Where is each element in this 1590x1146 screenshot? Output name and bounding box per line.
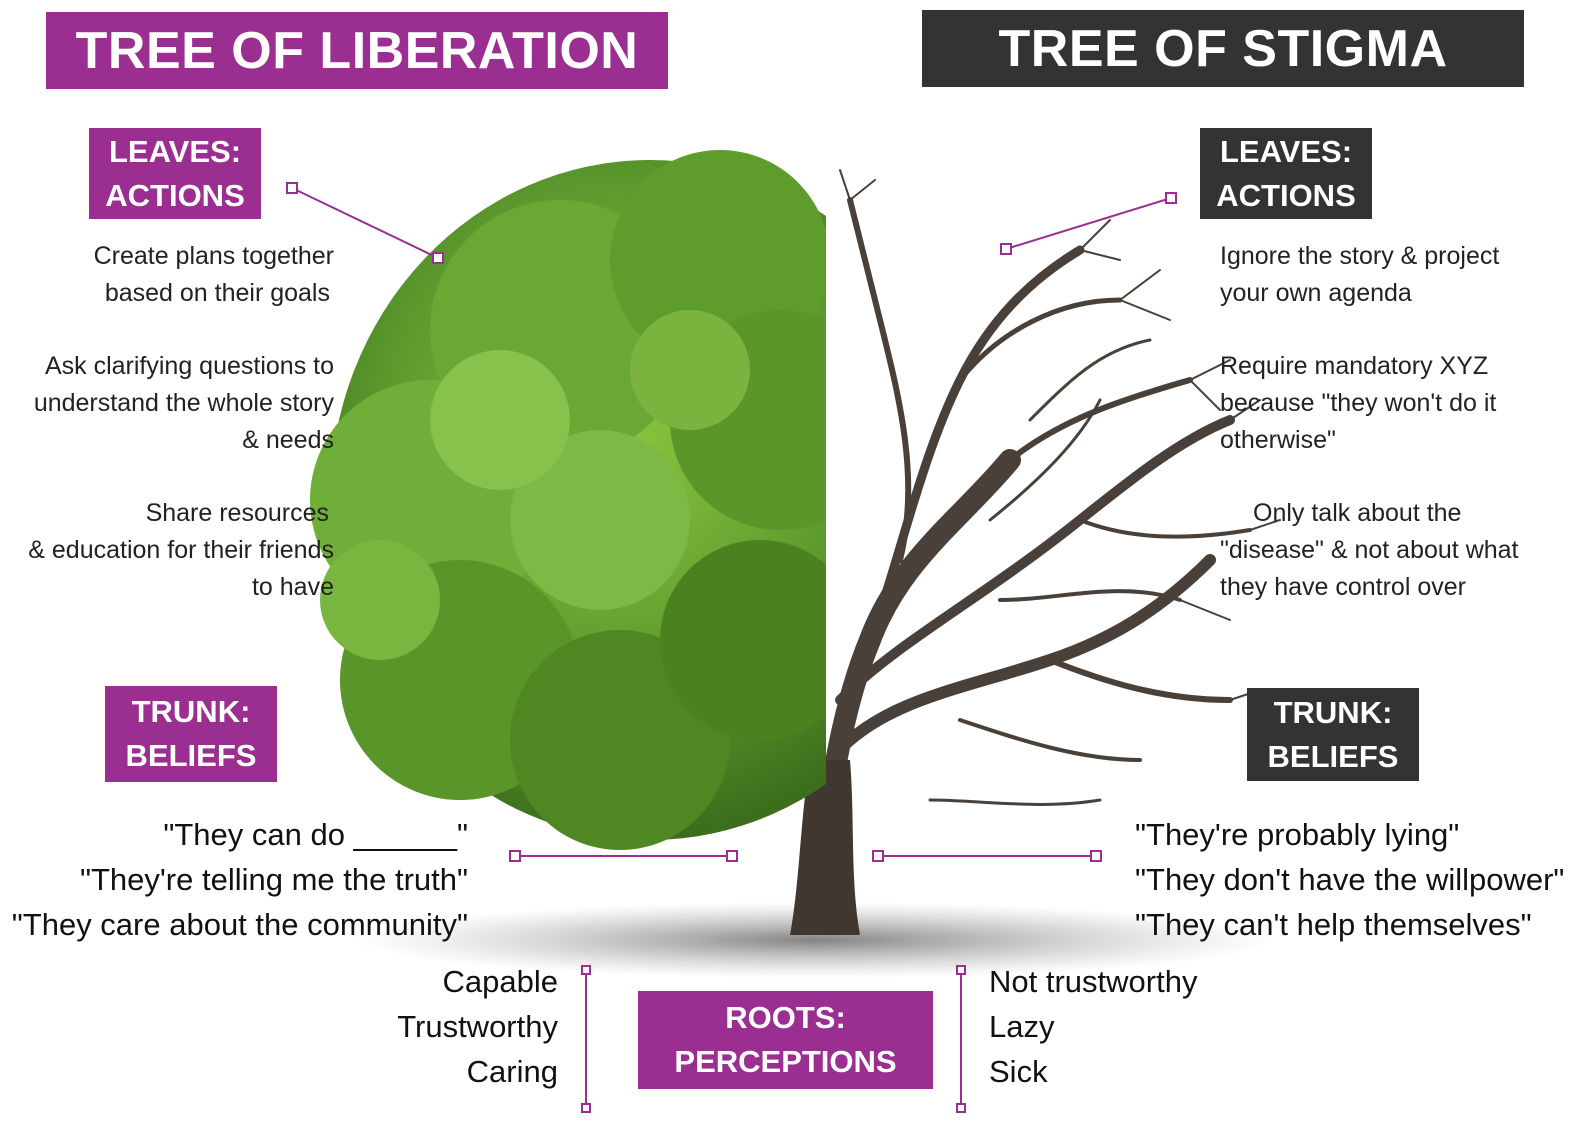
liberation-action-3: Share resources & education for their fr… (28, 495, 334, 606)
action-line: Ask clarifying questions to (44, 352, 334, 380)
trunk (790, 760, 860, 935)
label-line: TRUNK: (131, 694, 251, 729)
action-line: Ignore the story & project (1220, 242, 1500, 270)
label-line: ACTIONS (105, 177, 245, 213)
label-line: LEAVES: (1219, 133, 1353, 169)
stigma-title: TREE OF STIGMA (922, 10, 1524, 87)
liberation-action-1: Create plans together based on their goa… (94, 238, 334, 312)
action-line: your own agenda (1220, 279, 1412, 307)
stigma-action-3: Only talk about the "disease" & not abou… (1220, 495, 1519, 606)
action-line: Only talk about the (1253, 499, 1462, 527)
action-line: otherwise" (1220, 426, 1336, 454)
stigma-action-1: Ignore the story & project your own agen… (1220, 238, 1499, 312)
connector-lines (286, 182, 1177, 1113)
green-tree-half (310, 150, 826, 850)
stigma-action-2: Require mandatory XYZ because "they won'… (1220, 348, 1496, 459)
label-line: PERCEPTIONS (674, 1044, 897, 1079)
action-line: to have (251, 573, 334, 601)
action-line: "disease" & not about what (1220, 536, 1519, 564)
belief-line: "They don't have the willpower" (1135, 862, 1565, 897)
label-line: BELIEFS (1267, 738, 1399, 774)
label-line: ACTIONS (1216, 177, 1356, 213)
label-line: BELIEFS (125, 738, 257, 773)
belief-line: "They're probably lying" (1135, 817, 1460, 852)
bare-tree-half (809, 169, 1281, 891)
stigma-leaves-label: LEAVES: ACTIONS (1200, 128, 1372, 219)
action-line: & needs (242, 426, 334, 454)
action-line: they have control over (1220, 573, 1466, 601)
perception-line: Trustworthy (397, 1009, 558, 1044)
action-line: Require mandatory XYZ (1220, 352, 1489, 380)
action-line: understand the whole story (33, 389, 334, 417)
action-line: based on their goals (104, 279, 330, 307)
ground-shadow (355, 902, 1275, 978)
perception-line: Lazy (989, 1009, 1055, 1044)
label-line: LEAVES: (108, 133, 242, 169)
action-line: & education for their friends (28, 536, 334, 564)
stigma-beliefs: "They're probably lying" "They don't hav… (1135, 812, 1564, 947)
stigma-perceptions: Not trustworthy Lazy Sick (989, 959, 1197, 1094)
perception-line: Sick (989, 1054, 1048, 1089)
action-line: Create plans together (93, 242, 334, 270)
roots-label: ROOTS: PERCEPTIONS (638, 991, 933, 1089)
belief-line: "They care about the community" (11, 907, 468, 942)
liberation-perceptions: Capable Trustworthy Caring (397, 959, 558, 1094)
stigma-trunk-label: TRUNK: BELIEFS (1247, 688, 1419, 781)
belief-line: "They're telling me the truth" (79, 862, 468, 897)
liberation-title: TREE OF LIBERATION (46, 12, 668, 89)
belief-line: "They can't help themselves" (1135, 907, 1532, 942)
liberation-trunk-label: TRUNK: BELIEFS (105, 686, 277, 782)
perception-line: Caring (466, 1054, 558, 1089)
action-line: Share resources (145, 499, 329, 527)
perception-line: Capable (442, 964, 558, 999)
perception-line: Not trustworthy (989, 964, 1198, 999)
label-line: ROOTS: (725, 1000, 846, 1035)
liberation-leaves-label: LEAVES: ACTIONS (89, 128, 261, 219)
liberation-action-2: Ask clarifying questions to understand t… (34, 348, 334, 459)
label-line: TRUNK: (1273, 694, 1393, 730)
belief-line: "They can do ______" (163, 817, 468, 852)
liberation-beliefs: "They can do ______" "They're telling me… (12, 812, 468, 947)
action-line: because "they won't do it (1220, 389, 1497, 417)
